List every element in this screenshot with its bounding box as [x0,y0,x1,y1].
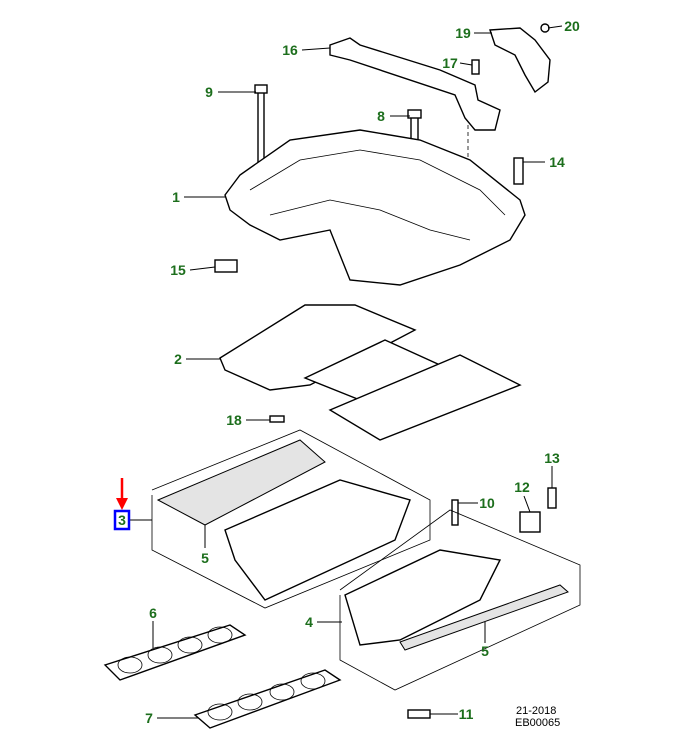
callout-6[interactable]: 6 [149,605,157,621]
callout-16[interactable]: 16 [282,42,298,58]
part-sensor-12 [519,511,541,533]
callout-15[interactable]: 15 [170,262,186,278]
manifold-rib [269,199,471,241]
gasket-6-ports [117,626,233,674]
part-bolt-13 [547,487,557,509]
part-lower-manifold-right-4 [344,549,502,646]
part-bolt-18 [269,415,285,423]
part-gasket-7 [193,669,342,729]
red-arrow-icon [116,478,128,510]
callout-4[interactable]: 4 [305,614,313,630]
callout-9[interactable]: 9 [205,84,213,100]
callout-19[interactable]: 19 [455,25,471,41]
callout-20[interactable]: 20 [564,18,580,34]
footer-date: 21-2018 [516,705,557,717]
part-bracket-16 [329,37,501,131]
part-gasket-2c [328,354,522,441]
callout-11[interactable]: 11 [459,706,474,722]
part-bolt-17 [471,59,480,75]
part-lower-manifold-left [224,479,411,601]
footer-code: EB00065 [515,717,561,729]
callout-14[interactable]: 14 [549,154,565,170]
bolt-8-head [407,109,422,119]
callout-2[interactable]: 2 [174,351,182,367]
part-stud-14 [513,157,524,185]
part-upper-intake-manifold-1 [224,129,526,286]
manifold-rib [249,149,506,216]
callout-10[interactable]: 10 [479,495,495,511]
callout-7[interactable]: 7 [145,710,153,726]
assembly-3-box [151,429,431,609]
callout-5-lower[interactable]: 5 [481,643,489,659]
part-bolt-11 [407,709,431,719]
callout-17[interactable]: 17 [442,55,458,71]
callout-18[interactable]: 18 [226,412,242,428]
leader-lines [128,25,563,719]
part-sensor-15 [214,259,238,273]
bolt-9-head [254,84,268,94]
callout-8[interactable]: 8 [377,108,385,124]
part-gasket-6 [103,624,247,681]
callout-5-upper[interactable]: 5 [201,550,209,566]
part-bolt-20 [540,23,550,33]
callout-1[interactable]: 1 [172,189,180,205]
callout-3[interactable]: 3 [118,512,126,528]
gasket-7-ports [207,672,326,721]
callout-13[interactable]: 13 [544,450,560,466]
callout-12[interactable]: 12 [514,479,530,495]
highlight-box [113,509,131,531]
part-gasket-5b [399,584,569,651]
part-gasket-5a [156,439,326,526]
assembly-4-box [339,509,581,691]
part-bracket-19 [489,27,551,94]
